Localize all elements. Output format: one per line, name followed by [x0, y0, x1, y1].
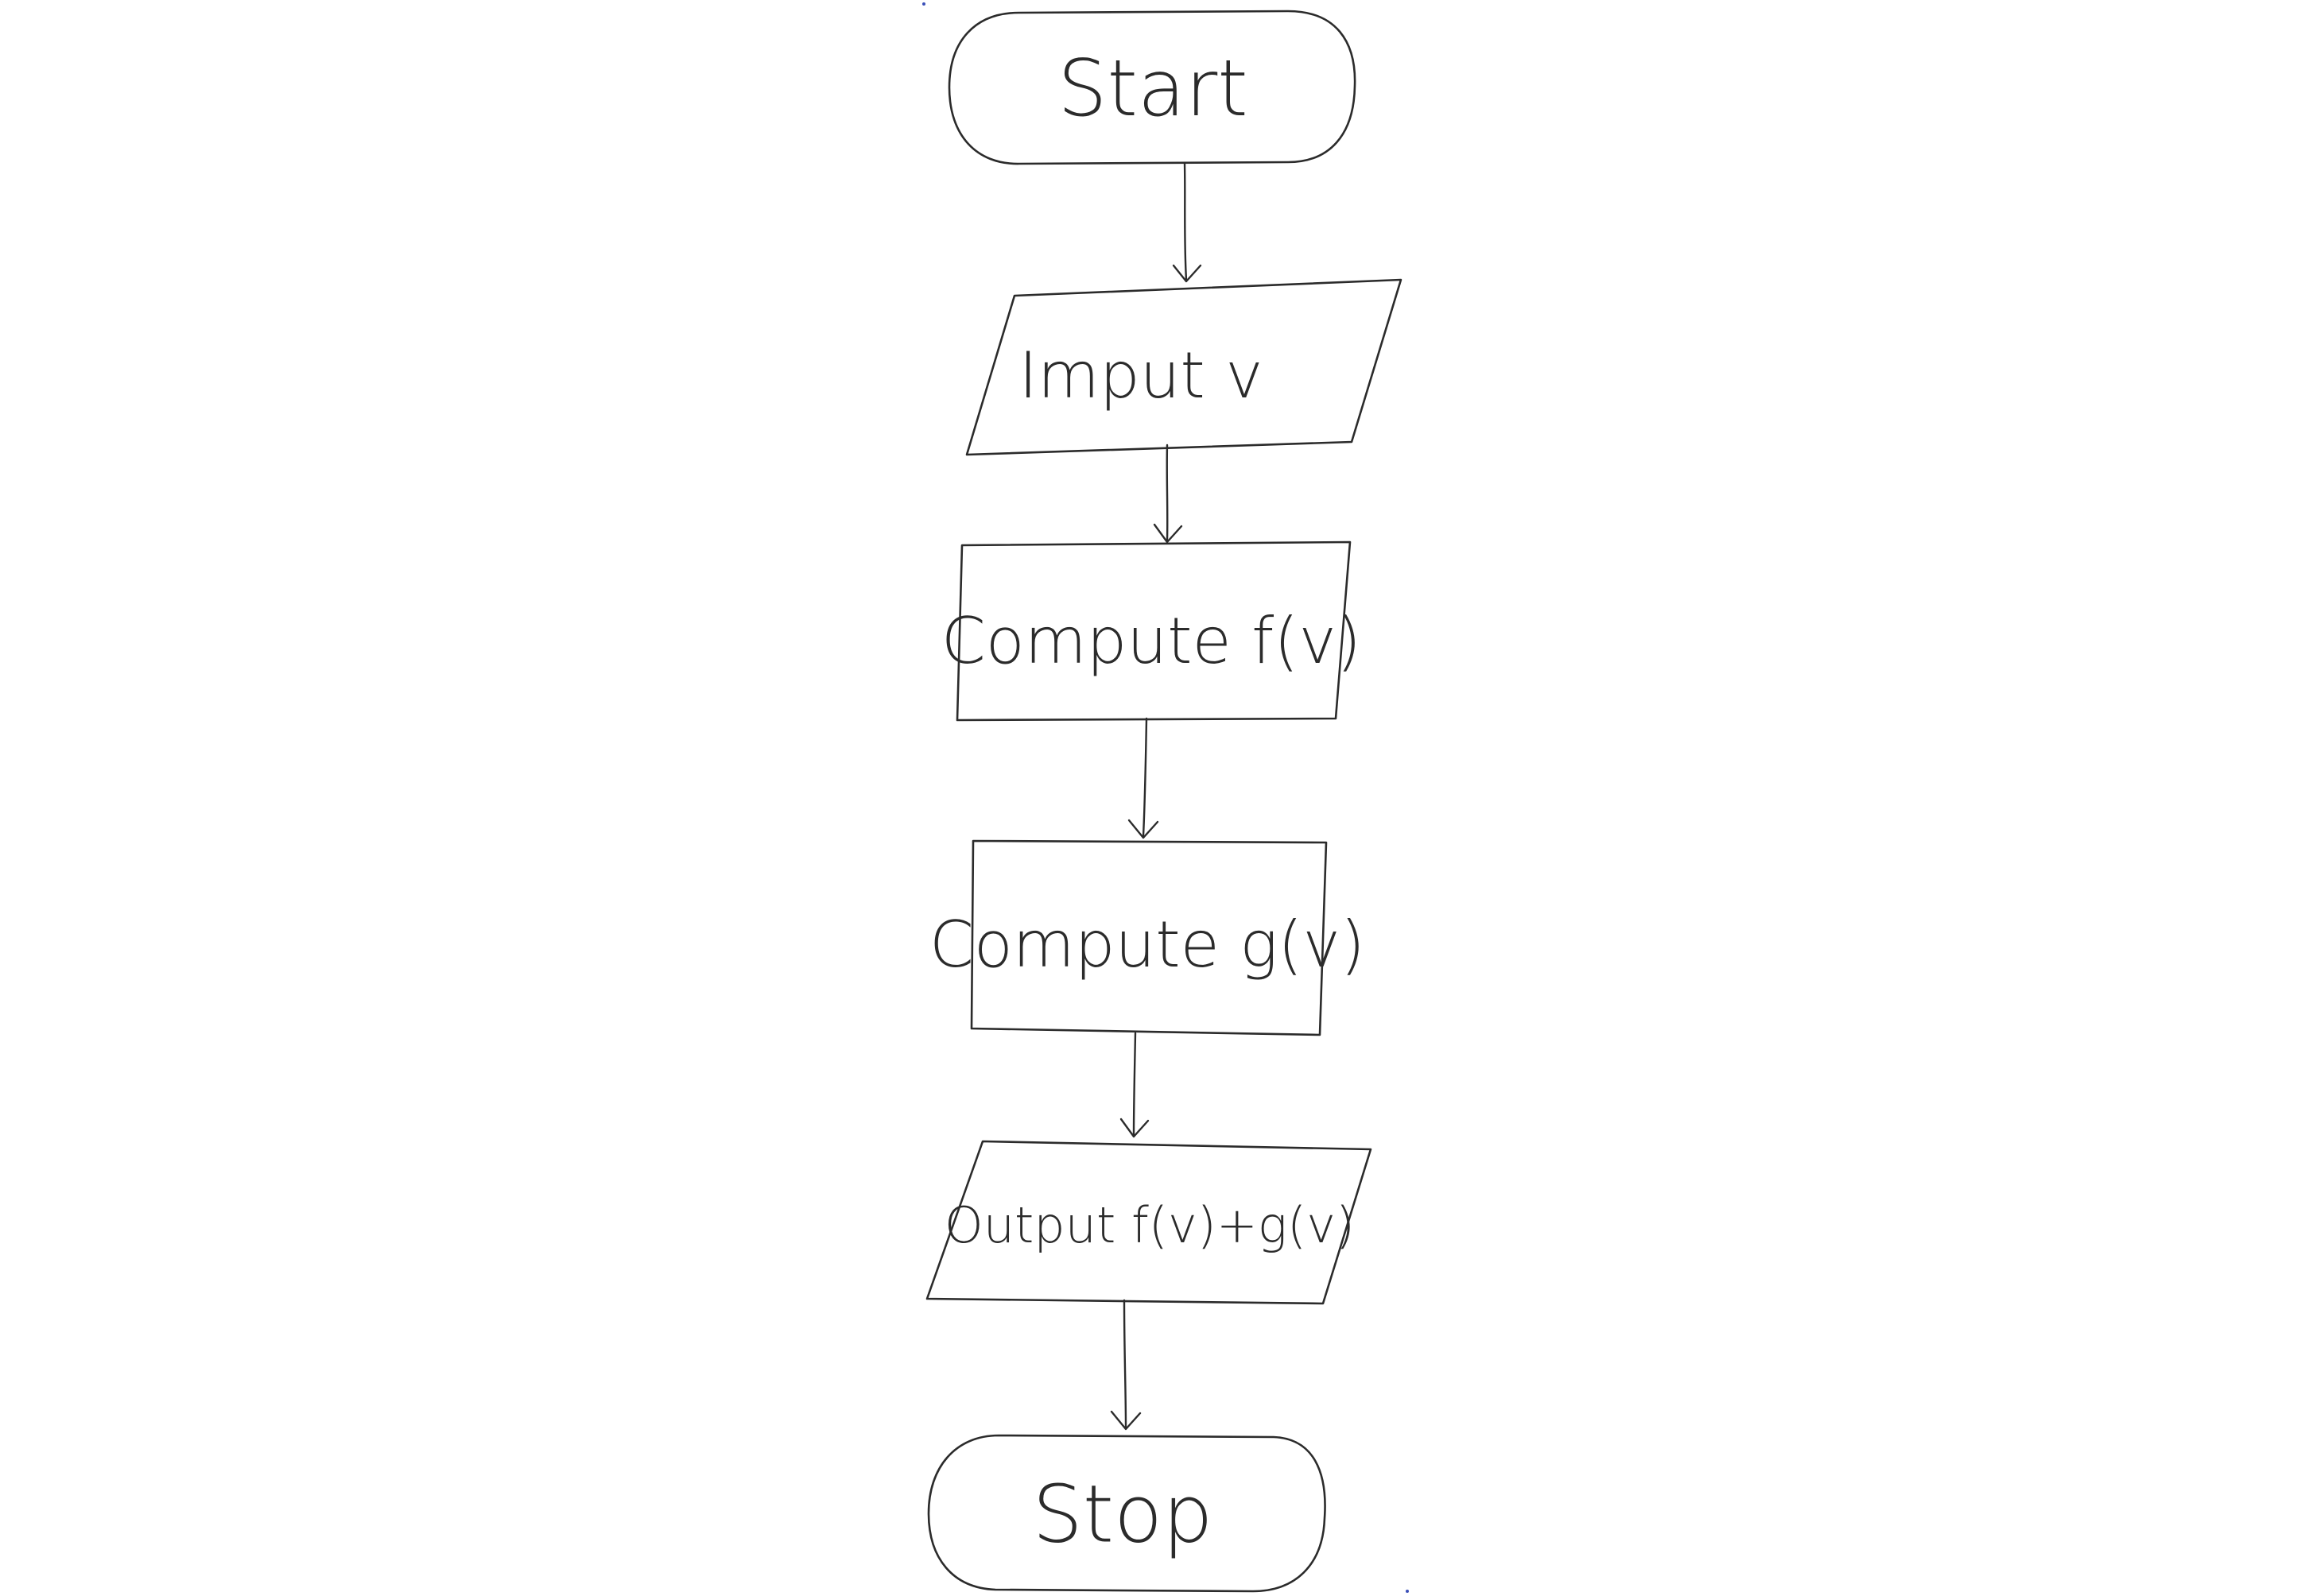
arrow-output-to-stop: [1110, 1299, 1142, 1431]
input-v-label: Imput v: [1018, 339, 1263, 413]
output-parallelogram-shape: [925, 1140, 1372, 1305]
arrow-start-to-input-head: [1172, 264, 1202, 283]
arrow-compute-f-to-compute-g: [1127, 717, 1159, 839]
compute-g-label: Compute g(v): [929, 908, 1365, 982]
compute-g-node: Compute g(v): [929, 839, 1365, 1036]
arrow-input-to-compute-f-line: [1166, 444, 1169, 542]
arrow-input-to-compute-f: [1153, 444, 1183, 544]
stop-terminator-shape: [927, 1434, 1326, 1593]
arrow-compute-g-to-output: [1119, 1032, 1150, 1138]
stop-node: Stop: [927, 1434, 1326, 1593]
compute-f-node: Compute f(v): [941, 540, 1361, 722]
arrow-compute-f-to-compute-g-head: [1127, 819, 1159, 839]
compute-f-label: Compute f(v): [941, 604, 1361, 678]
pen-speck: [1406, 1590, 1409, 1593]
compute-g-rectangle-shape: [970, 839, 1328, 1036]
input-v-parallelogram-shape: [965, 278, 1402, 456]
arrow-start-to-input: [1172, 162, 1202, 283]
output-label: Output f(v)+g(v): [945, 1196, 1355, 1254]
compute-f-rectangle-shape: [956, 540, 1352, 722]
start-node: Start: [948, 10, 1356, 165]
arrow-compute-g-to-output-line: [1132, 1032, 1137, 1137]
arrow-output-to-stop-head: [1110, 1410, 1142, 1431]
arrow-input-to-compute-f-head: [1153, 523, 1183, 544]
start-label: Start: [1057, 44, 1247, 134]
output-node: Output f(v)+g(v): [925, 1140, 1372, 1305]
input-v-node: Imput v: [965, 278, 1402, 456]
start-terminator-shape: [948, 10, 1356, 165]
arrow-start-to-input-line: [1183, 162, 1188, 281]
pen-speck: [922, 2, 925, 6]
stop-label: Stop: [1032, 1467, 1212, 1560]
arrow-compute-g-to-output-head: [1119, 1118, 1150, 1138]
arrow-output-to-stop-line: [1123, 1299, 1127, 1429]
arrow-compute-f-to-compute-g-line: [1142, 717, 1148, 838]
